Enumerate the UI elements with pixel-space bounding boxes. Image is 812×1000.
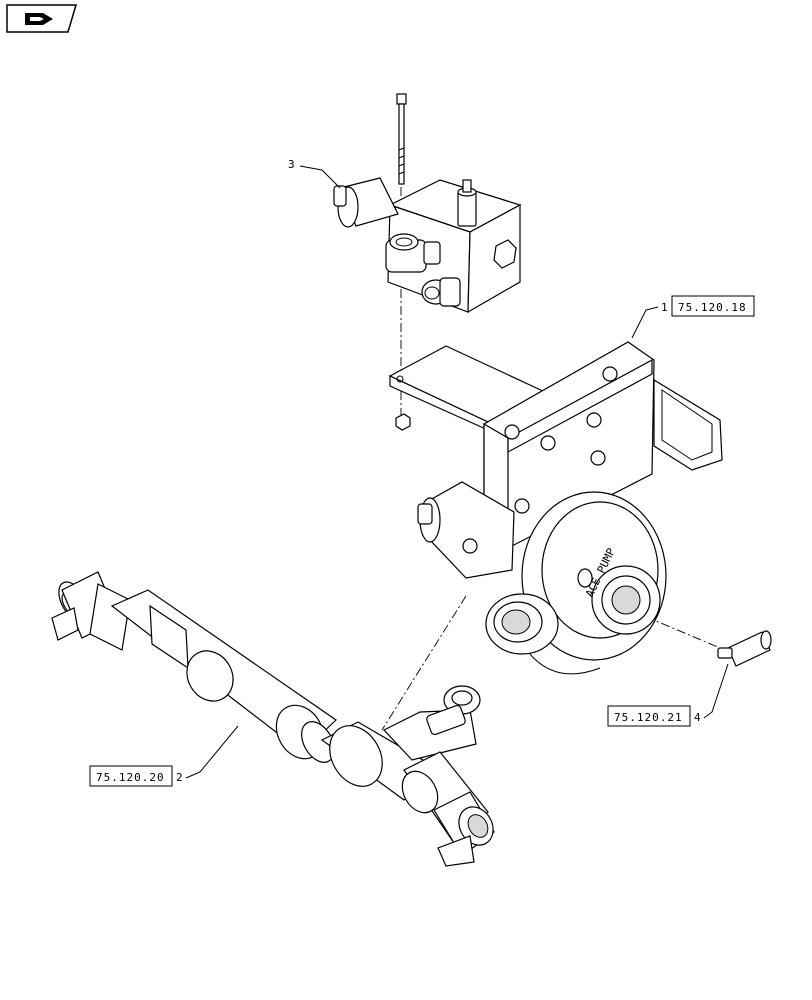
page-corner-badge-icon[interactable] (6, 4, 78, 33)
hose-manifold-assembly (51, 571, 495, 867)
valve-block-assembly (333, 93, 522, 431)
ref-link-75-120-21[interactable]: 75.120.21 (607, 705, 691, 727)
ref-link-75-120-18[interactable]: 75.120.18 (671, 295, 755, 317)
callout-item-4: 75.120.21 4 (607, 663, 729, 727)
item-number-2: 2 (176, 771, 183, 784)
ref-link-75-120-20[interactable]: 75.120.20 (89, 765, 173, 787)
ref-label: 75.120.18 (678, 301, 747, 314)
pump-bracket-assembly: ACE PUMP (388, 341, 723, 675)
callout-item-3: 3 (288, 158, 341, 189)
item-number-3: 3 (288, 158, 295, 171)
ref-label: 75.120.21 (614, 711, 683, 724)
item-number-1: 1 (661, 301, 668, 314)
callout-item-2: 75.120.20 2 (89, 725, 239, 787)
callout-item-1: 1 75.120.18 (631, 295, 755, 339)
ref-label: 75.120.20 (96, 771, 165, 784)
pressure-sensor (717, 630, 772, 667)
item-number-4: 4 (694, 711, 701, 724)
